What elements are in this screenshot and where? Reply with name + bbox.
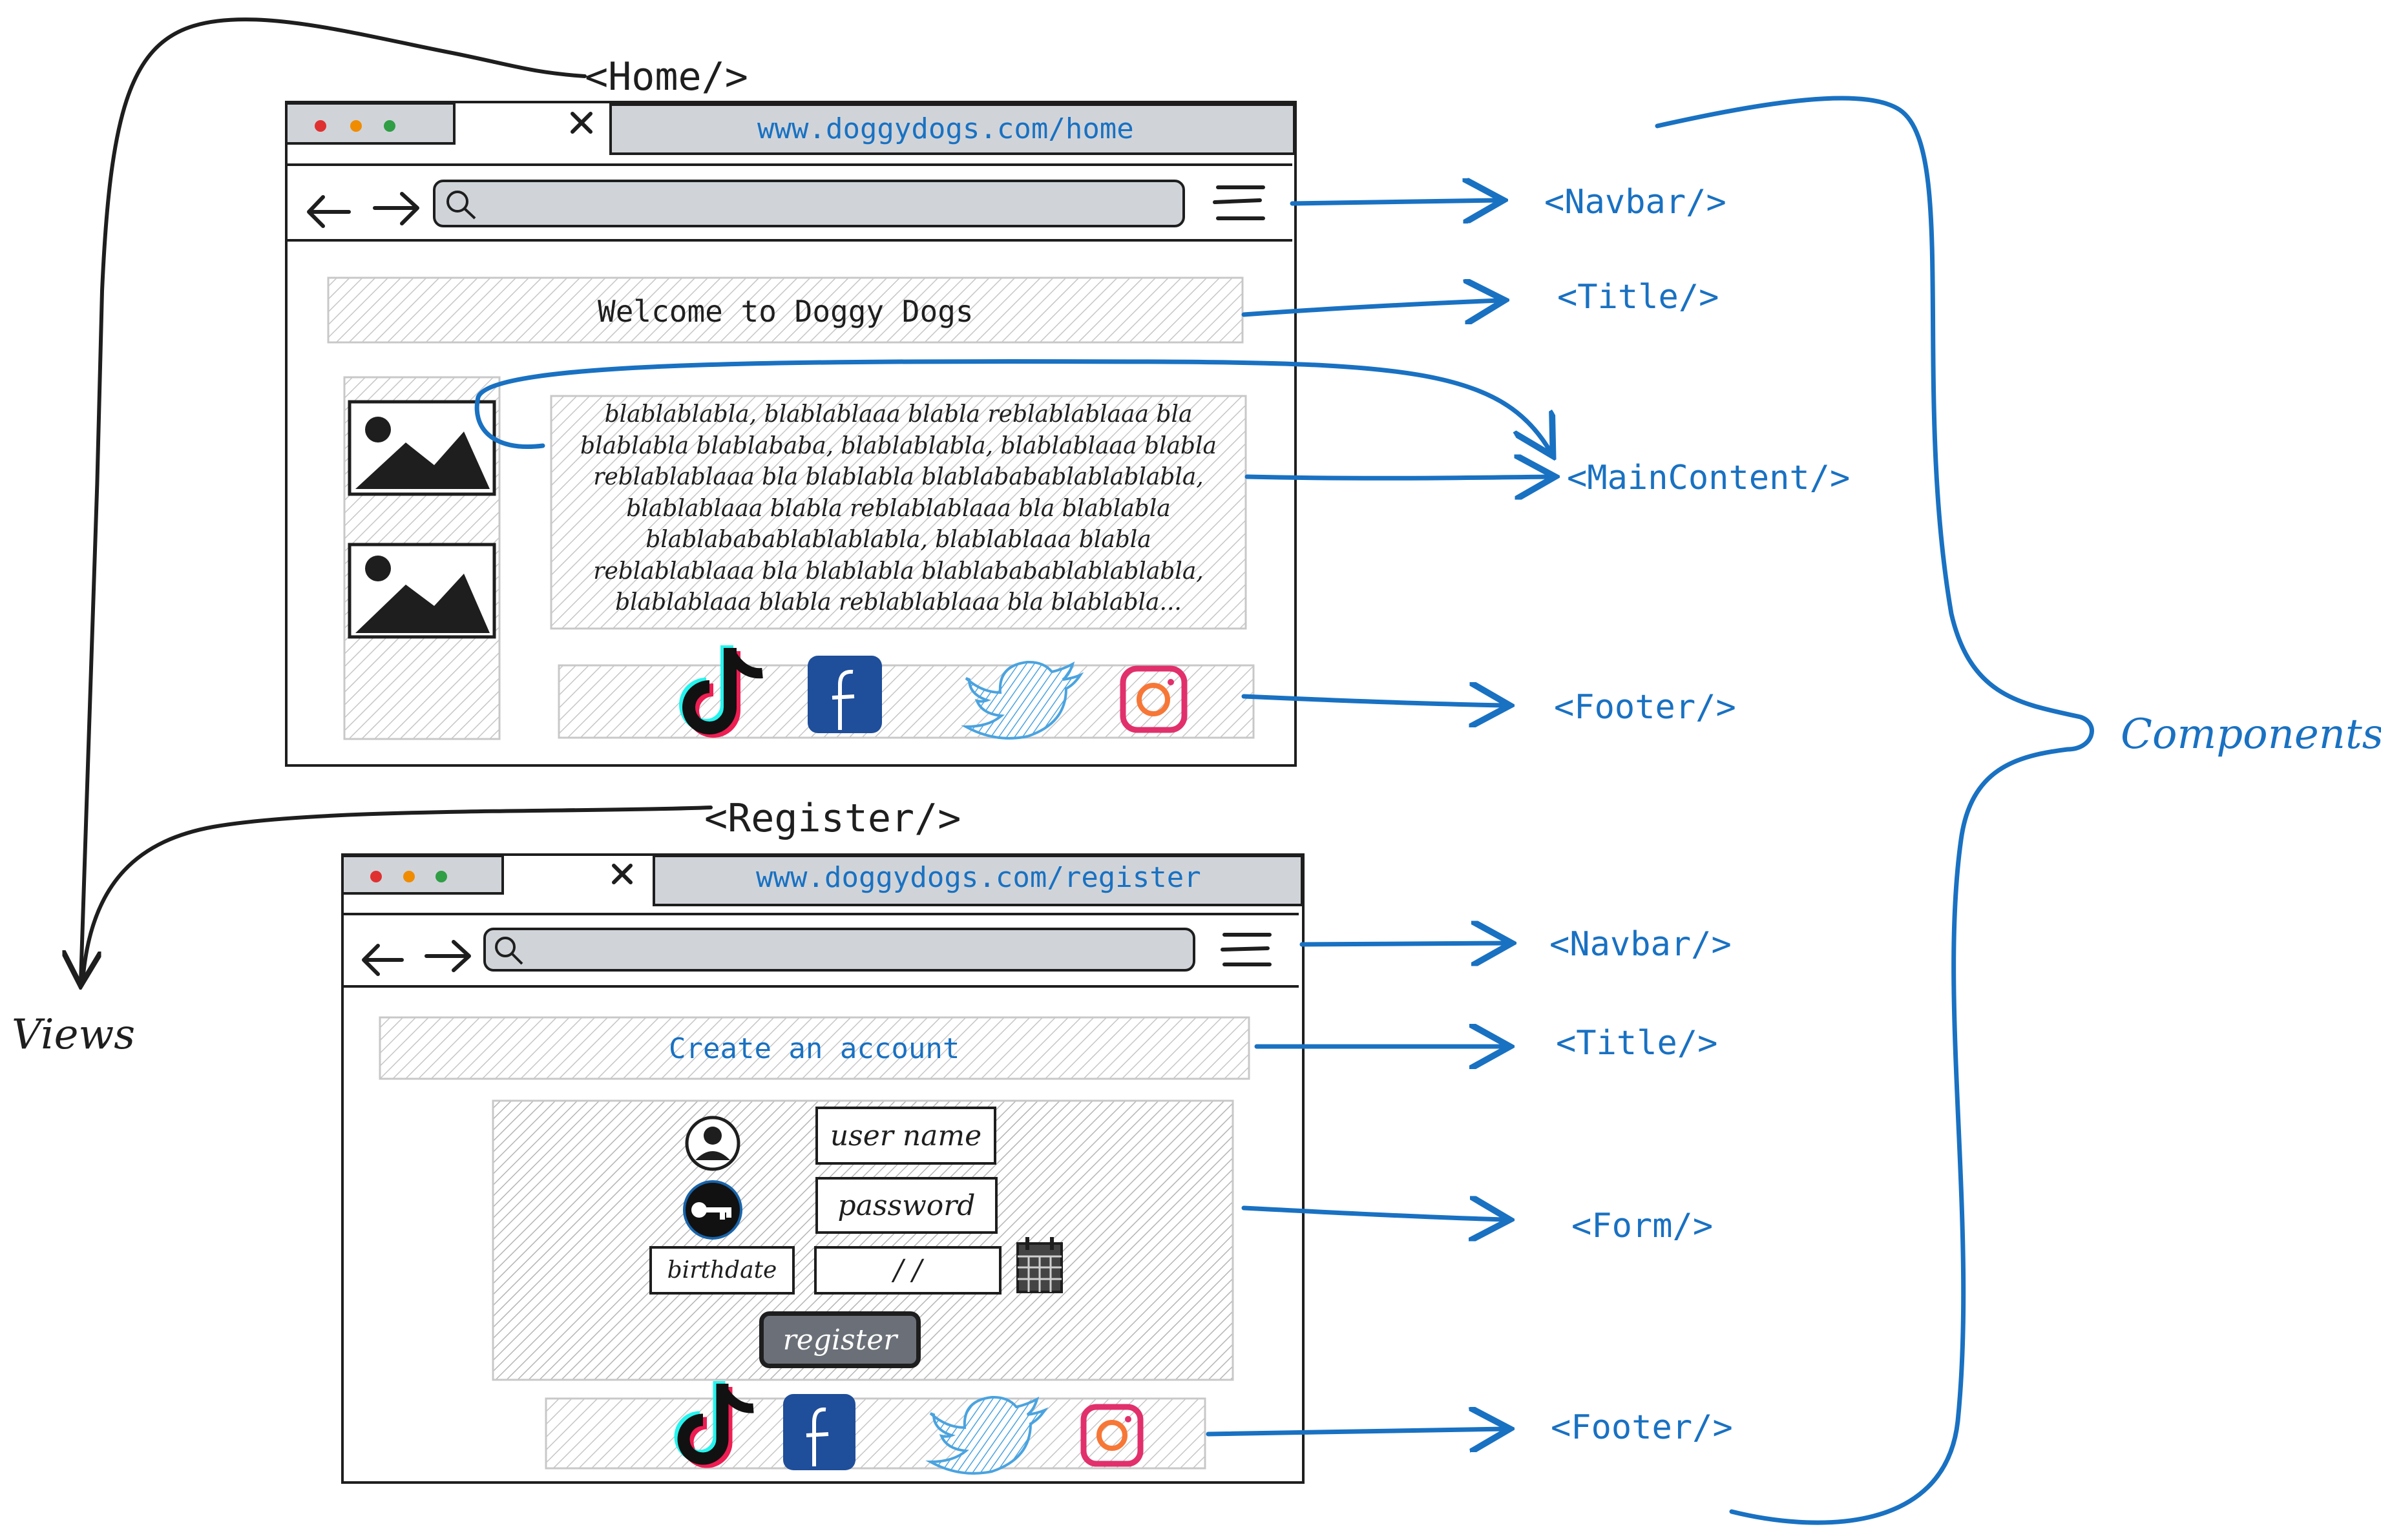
user-icon <box>685 1116 740 1171</box>
views-label: Views <box>12 1011 136 1059</box>
register-title-label: <Title/> <box>1556 1024 1718 1063</box>
tiktok-icon <box>679 645 763 738</box>
hamburger-icon <box>1221 933 1272 966</box>
back-arrow-icon <box>307 195 351 228</box>
birthdate-label: birthdate <box>649 1246 795 1295</box>
instagram-icon <box>1080 1404 1144 1467</box>
home-navbar-label: <Navbar/> <box>1544 183 1726 222</box>
facebook-icon <box>783 1394 855 1470</box>
username-field[interactable]: user name <box>815 1107 996 1165</box>
key-icon <box>683 1180 742 1240</box>
home-maincontent-label: <MainContent/> <box>1567 459 1851 497</box>
hamburger-icon <box>1213 185 1265 220</box>
tiktok-icon <box>674 1381 754 1468</box>
facebook-icon <box>808 656 882 733</box>
home-url[interactable]: www.doggydogs.com/home <box>757 112 1134 145</box>
twitter-icon <box>925 1395 1049 1475</box>
register-tab-strip <box>341 855 504 895</box>
home-main-text: blablablabla, blablablaaa blabla reblabl… <box>580 401 1217 616</box>
register-view-label: <Register/> <box>704 796 961 841</box>
register-form-label: <Form/> <box>1571 1207 1714 1245</box>
register-url[interactable]: www.doggydogs.com/register <box>756 861 1201 894</box>
register-title: Create an account <box>669 1032 960 1065</box>
birthdate-field[interactable]: / / <box>814 1246 1002 1295</box>
register-navbar-label: <Navbar/> <box>1549 925 1732 964</box>
forward-arrow-icon <box>425 940 471 972</box>
register-window <box>341 853 1305 1484</box>
tab-close-icon <box>612 864 633 884</box>
image-icon <box>348 400 496 496</box>
forward-arrow-icon <box>373 192 419 225</box>
home-window <box>285 101 1297 767</box>
register-button[interactable]: register <box>759 1311 921 1368</box>
home-footer-label: <Footer/> <box>1554 688 1736 727</box>
back-arrow-icon <box>362 944 404 976</box>
instagram-icon <box>1120 665 1188 733</box>
tab-close-icon <box>571 112 593 134</box>
components-brace <box>1655 96 2094 1525</box>
register-footer-label: <Footer/> <box>1551 1408 1733 1447</box>
register-search-bar <box>483 928 1195 972</box>
components-label: Components <box>2121 711 2381 758</box>
home-title: Welcome to Doggy Dogs <box>598 294 974 329</box>
calendar-icon <box>1016 1237 1063 1293</box>
views-connectors <box>81 17 713 982</box>
home-title-label: <Title/> <box>1557 278 1719 317</box>
twitter-icon <box>961 660 1084 740</box>
image-icon <box>348 543 496 639</box>
home-tab-strip <box>285 102 456 145</box>
password-field[interactable]: password <box>815 1177 998 1234</box>
home-view-label: <Home/> <box>585 54 748 99</box>
component-arrows <box>474 200 1551 1434</box>
home-search-bar <box>433 180 1185 227</box>
